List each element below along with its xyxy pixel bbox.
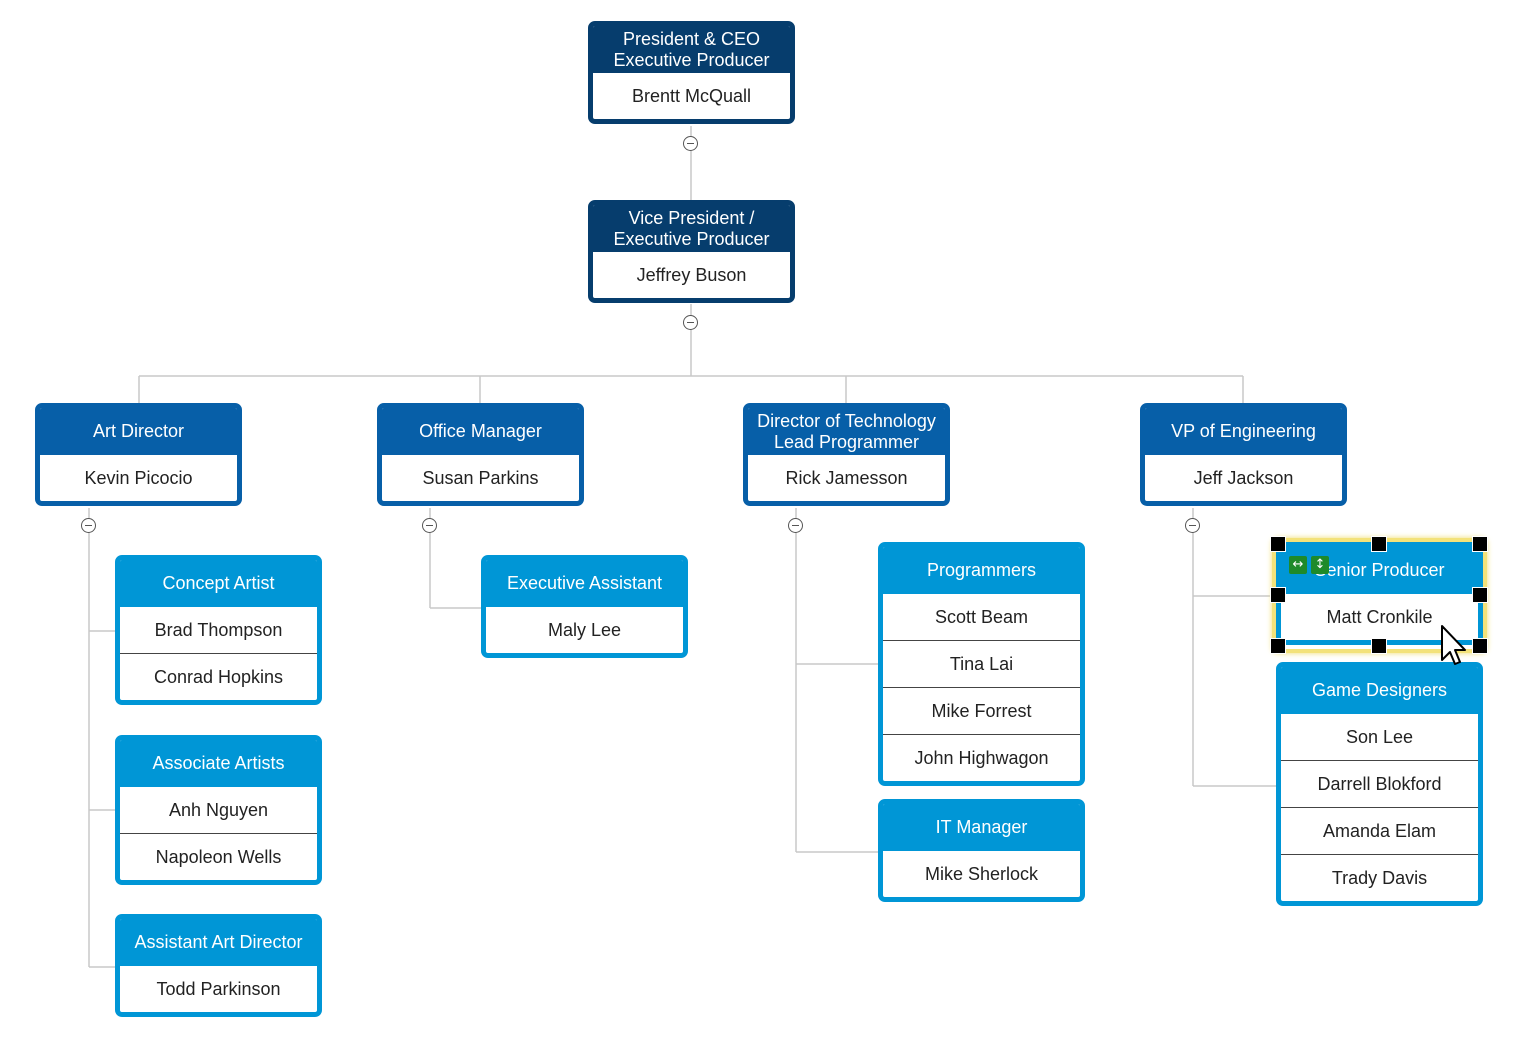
resize-handle-top-right[interactable]: [1472, 536, 1488, 552]
node-person: Brad Thompson: [154, 620, 283, 640]
node-person: Anh Nguyen: [168, 800, 269, 820]
resize-handle-top[interactable]: [1371, 536, 1387, 552]
node-title: Office Manager: [382, 408, 579, 455]
horizontal-arrows-icon[interactable]: ↔: [1289, 556, 1307, 574]
node-programmers[interactable]: Programmers Scott Beam Tina Lai Mike For…: [878, 542, 1085, 786]
resize-handle-left[interactable]: [1270, 587, 1286, 603]
resize-handle-bottom[interactable]: [1371, 638, 1387, 654]
node-title: Game Designers: [1281, 667, 1478, 714]
node-person: Tina Lai: [883, 640, 1080, 687]
resize-handle-bottom-right[interactable]: [1472, 638, 1488, 654]
node-title: VP of Engineering: [1145, 408, 1342, 455]
node-vice-president[interactable]: Vice President /Executive Producer Jeffr…: [588, 200, 795, 303]
node-person: Brentt McQuall: [631, 86, 752, 106]
node-office-manager[interactable]: Office Manager Susan Parkins: [377, 403, 584, 506]
collapse-toggle-icon[interactable]: [788, 518, 803, 533]
mouse-cursor-icon: [1441, 625, 1466, 665]
resize-handle-top-left[interactable]: [1270, 536, 1286, 552]
node-title: Vice President /Executive Producer: [593, 205, 790, 252]
node-person: Todd Parkinson: [156, 979, 281, 999]
node-concept-artist[interactable]: Concept Artist Brad Thompson Conrad Hopk…: [115, 555, 322, 705]
node-person: Maly Lee: [547, 620, 622, 640]
node-person: Susan Parkins: [422, 468, 539, 488]
node-person: Matt Cronkile: [1326, 607, 1433, 627]
collapse-toggle-icon[interactable]: [1185, 518, 1200, 533]
collapse-toggle-icon[interactable]: [683, 136, 698, 151]
resize-handle-right[interactable]: [1472, 587, 1488, 603]
node-person: Trady Davis: [1281, 854, 1478, 901]
node-title: Programmers: [883, 547, 1080, 594]
node-person: Mike Sherlock: [924, 864, 1039, 884]
node-assistant-art-director[interactable]: Assistant Art Director Todd Parkinson: [115, 914, 322, 1017]
node-title: Art Director: [40, 408, 237, 455]
node-person: Darrell Blokford: [1281, 760, 1478, 807]
node-person: Kevin Picocio: [84, 468, 193, 488]
node-title: Concept Artist: [120, 560, 317, 607]
collapse-toggle-icon[interactable]: [81, 518, 96, 533]
node-executive-assistant[interactable]: Executive Assistant Maly Lee: [481, 555, 688, 658]
vertical-arrows-icon[interactable]: ↕: [1311, 556, 1329, 574]
node-title: IT Manager: [883, 804, 1080, 851]
node-game-designers[interactable]: Game Designers Son Lee Darrell Blokford …: [1276, 662, 1483, 906]
node-associate-artists[interactable]: Associate Artists Anh Nguyen Napoleon We…: [115, 735, 322, 885]
node-it-manager[interactable]: IT Manager Mike Sherlock: [878, 799, 1085, 902]
node-title: Assistant Art Director: [120, 919, 317, 966]
node-person: Scott Beam: [934, 607, 1029, 627]
resize-handle-bottom-left[interactable]: [1270, 638, 1286, 654]
collapse-toggle-icon[interactable]: [422, 518, 437, 533]
node-person: Napoleon Wells: [120, 833, 317, 880]
node-person: Mike Forrest: [883, 687, 1080, 734]
node-person: Amanda Elam: [1281, 807, 1478, 854]
node-person: Conrad Hopkins: [120, 653, 317, 700]
node-title: Associate Artists: [120, 740, 317, 787]
node-person: Rick Jamesson: [785, 468, 908, 488]
node-person: Son Lee: [1345, 727, 1414, 747]
node-person: John Highwagon: [883, 734, 1080, 781]
collapse-toggle-icon[interactable]: [683, 315, 698, 330]
node-person: Jeff Jackson: [1193, 468, 1294, 488]
node-art-director[interactable]: Art Director Kevin Picocio: [35, 403, 242, 506]
node-title: Executive Assistant: [486, 560, 683, 607]
node-vp-engineering[interactable]: VP of Engineering Jeff Jackson: [1140, 403, 1347, 506]
node-person: Jeffrey Buson: [636, 265, 747, 285]
